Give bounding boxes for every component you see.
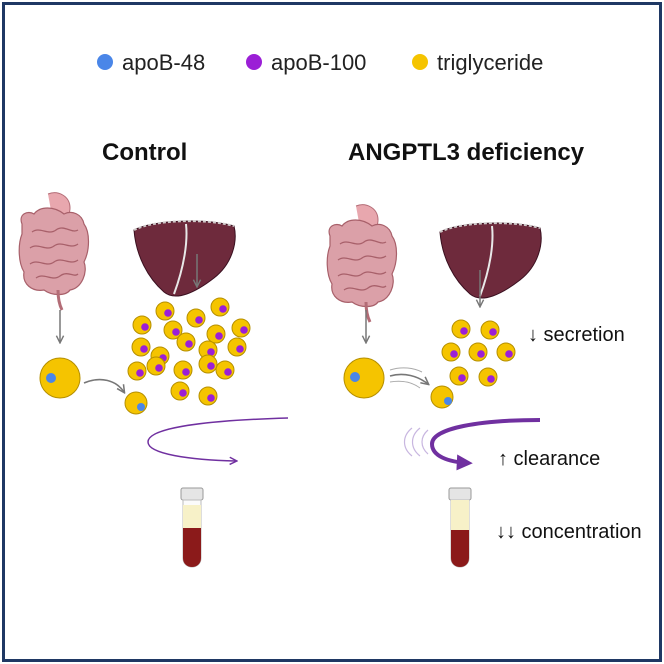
vldl-particle — [131, 337, 151, 357]
vldl-particle — [478, 367, 498, 387]
clearance-arrow — [429, 418, 541, 471]
legend-label-apob48: apoB-48 — [122, 50, 205, 75]
legend-swatch-apob48 — [97, 54, 113, 70]
vldl-particle — [163, 320, 183, 340]
vldl-particle — [231, 318, 251, 338]
blood-tube — [448, 487, 472, 568]
vldl-particle — [132, 315, 152, 335]
vldl-particle — [173, 360, 193, 380]
legend-swatch-apob100 — [246, 54, 262, 70]
intestine-icon — [325, 203, 398, 324]
vldl-particle — [198, 386, 218, 406]
chylomicron — [343, 357, 385, 399]
chylomicron — [39, 357, 81, 399]
deficiency-title: ANGPTL3 deficiency — [348, 139, 585, 166]
vldl-particle — [127, 361, 147, 381]
deficiency-panel: ↓ secretion ↑ clearance ↓↓ concentration — [325, 203, 642, 568]
vldl-particle — [186, 308, 206, 328]
legend-item-apob100: apoB-100 — [246, 50, 366, 75]
vldl-particle — [496, 342, 516, 362]
intestine-icon — [17, 191, 90, 312]
liver-icon — [439, 222, 543, 300]
vldl-particle — [468, 342, 488, 362]
secretion-note: ↓ secretion — [528, 324, 625, 346]
vldl-particle — [449, 366, 469, 386]
control-panel — [17, 191, 289, 568]
clearance-arrow — [147, 417, 289, 461]
chylomicron-remnant — [430, 385, 454, 409]
vldl-particles — [441, 319, 516, 387]
vldl-particle — [198, 354, 218, 374]
vldl-particle — [227, 337, 247, 357]
vldl-particle — [146, 356, 166, 376]
vldl-particle — [176, 332, 196, 352]
chylomicron-remnant — [124, 391, 148, 415]
control-title: Control — [102, 139, 187, 166]
vldl-particle — [451, 319, 471, 339]
vldl-particle — [210, 297, 230, 317]
vldl-particle — [480, 320, 500, 340]
vldl-particle — [206, 324, 226, 344]
clearance-note: ↑ clearance — [498, 448, 600, 470]
vldl-particle — [170, 381, 190, 401]
legend-item-apob48: apoB-48 — [97, 50, 205, 75]
legend-swatch-triglyceride — [412, 54, 428, 70]
vldl-particles — [127, 297, 251, 406]
liver-icon — [133, 220, 237, 298]
legend-item-triglyceride: triglyceride — [412, 50, 543, 75]
concentration-note: ↓↓ concentration — [496, 521, 642, 543]
vldl-particle — [441, 342, 461, 362]
legend-label-triglyceride: triglyceride — [437, 50, 543, 75]
vldl-particle — [215, 360, 235, 380]
vldl-particle — [155, 301, 175, 321]
legend: apoB-48 apoB-100 triglyceride — [97, 50, 543, 75]
legend-label-apob100: apoB-100 — [271, 50, 366, 75]
blood-tube — [180, 487, 204, 568]
remnant-arrow — [83, 378, 124, 392]
remnant-arrow — [389, 373, 428, 384]
